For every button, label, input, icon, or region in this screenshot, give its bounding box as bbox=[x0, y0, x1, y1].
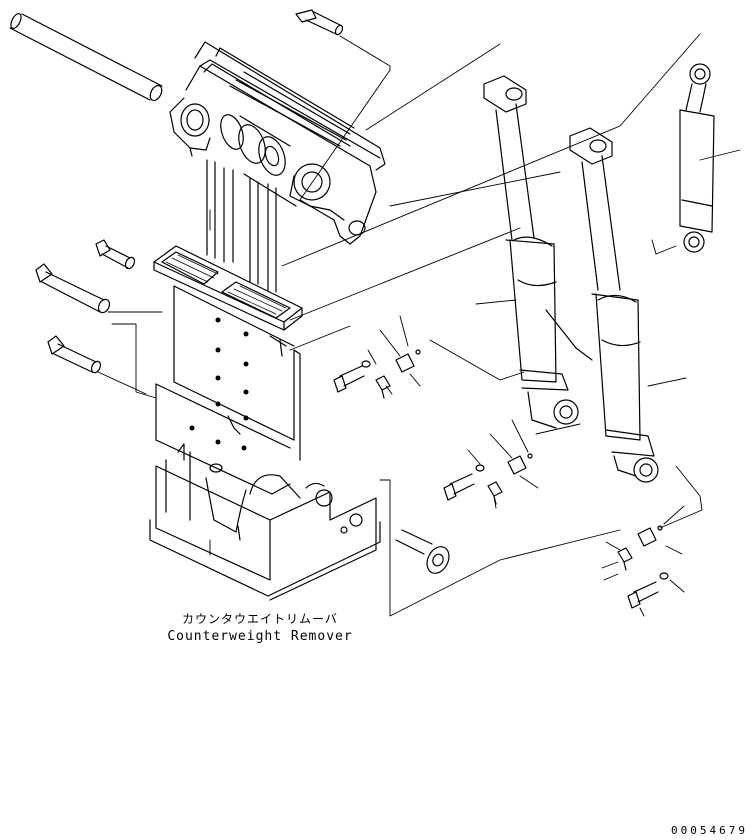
pin-right-bottom bbox=[396, 530, 453, 577]
frame-plate bbox=[156, 286, 300, 494]
support-struts bbox=[207, 160, 276, 292]
long-pin bbox=[9, 12, 164, 102]
pin-left-3 bbox=[48, 336, 102, 374]
hardware-group-3 bbox=[618, 526, 668, 608]
step-plate bbox=[154, 246, 302, 330]
top-pin bbox=[296, 10, 344, 36]
upper-bracket bbox=[170, 42, 385, 244]
drawing-number: 00054679 bbox=[671, 824, 748, 837]
leader-lines bbox=[98, 34, 740, 616]
cylinder-right bbox=[570, 128, 658, 482]
figure-caption-japanese: カウンタウエイトリムーバ bbox=[182, 612, 338, 626]
cylinder-left bbox=[484, 76, 592, 428]
figure-caption-english: Counterweight Remover bbox=[167, 629, 353, 644]
small-cylinder bbox=[680, 64, 714, 252]
lower-mount bbox=[150, 444, 380, 600]
pin-left-1 bbox=[96, 240, 136, 270]
hardware-group-1 bbox=[334, 350, 420, 398]
hardware-group-2 bbox=[444, 454, 532, 504]
pin-left-2 bbox=[36, 264, 112, 315]
